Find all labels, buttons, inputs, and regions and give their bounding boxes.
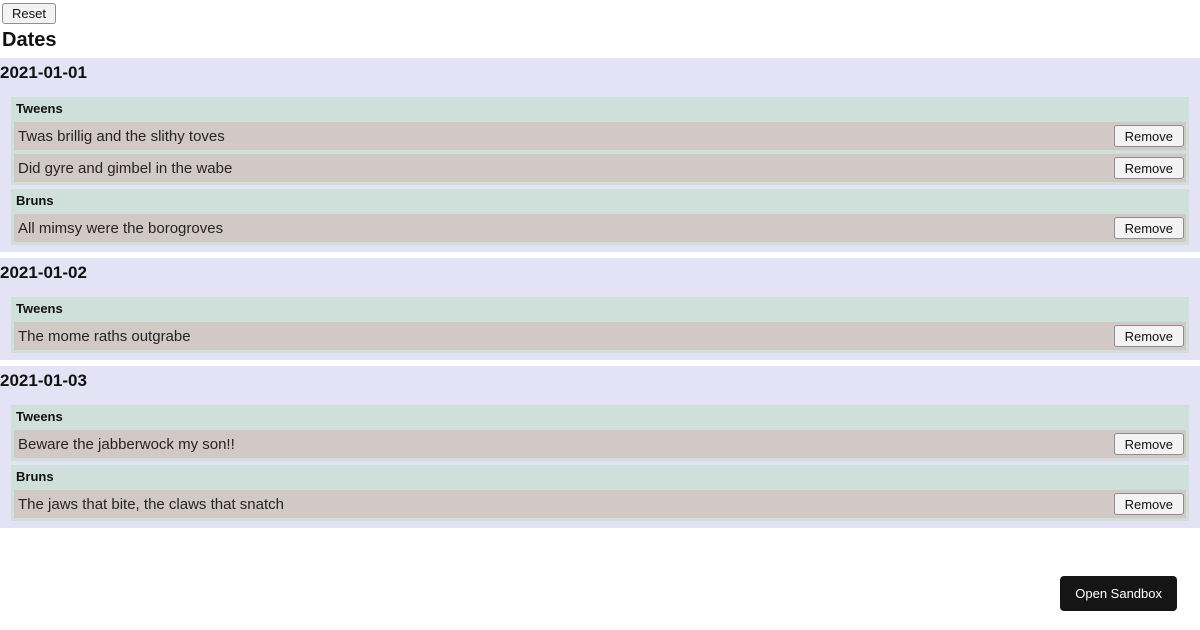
group-label: Tweens	[16, 101, 63, 116]
remove-button[interactable]: Remove	[1113, 493, 1184, 515]
list-item: The mome raths outgrabe Remove	[14, 322, 1186, 350]
group-label: Bruns	[16, 469, 54, 484]
item-text: All mimsy were the borogroves	[18, 219, 224, 237]
list-item: Twas brillig and the slithy toves Remove	[14, 122, 1186, 150]
list-item: The jaws that bite, the claws that snatc…	[14, 490, 1186, 518]
dates-list: 2021-01-01 Tweens Twas brillig and the s…	[0, 58, 1200, 528]
item-text: Twas brillig and the slithy toves	[18, 127, 225, 145]
group-label: Tweens	[16, 301, 63, 316]
date-section: 2021-01-01 Tweens Twas brillig and the s…	[0, 58, 1200, 252]
item-text: Beware the jabberwock my son!!	[18, 435, 235, 453]
group: Tweens Beware the jabberwock my son!! Re…	[11, 405, 1189, 461]
item-list: Beware the jabberwock my son!! Remove	[14, 430, 1186, 458]
list-item: Beware the jabberwock my son!! Remove	[14, 430, 1186, 458]
remove-button[interactable]: Remove	[1113, 433, 1184, 455]
date-heading: 2021-01-01	[0, 63, 87, 82]
remove-button[interactable]: Remove	[1113, 325, 1184, 347]
remove-button[interactable]: Remove	[1113, 217, 1184, 239]
item-list: The jaws that bite, the claws that snatc…	[14, 490, 1186, 518]
item-list: The mome raths outgrabe Remove	[14, 322, 1186, 350]
reset-button[interactable]: Reset	[2, 3, 56, 24]
group-list: Tweens The mome raths outgrabe Remove	[0, 297, 1200, 353]
page: Reset Dates 2021-01-01 Tweens Twas brill…	[0, 3, 1200, 611]
group: Bruns The jaws that bite, the claws that…	[11, 465, 1189, 521]
group-list: Tweens Beware the jabberwock my son!! Re…	[0, 405, 1200, 521]
list-item: All mimsy were the borogroves Remove	[14, 214, 1186, 242]
page-title: Dates	[2, 29, 57, 51]
group: Bruns All mimsy were the borogroves Remo…	[11, 189, 1189, 245]
remove-button[interactable]: Remove	[1113, 125, 1184, 147]
date-heading: 2021-01-02	[0, 263, 87, 282]
item-text: The mome raths outgrabe	[18, 327, 191, 345]
group-list: Tweens Twas brillig and the slithy toves…	[0, 97, 1200, 245]
group-label: Bruns	[16, 193, 54, 208]
item-list: Twas brillig and the slithy toves Remove…	[14, 122, 1186, 182]
date-heading: 2021-01-03	[0, 371, 87, 390]
item-list: All mimsy were the borogroves Remove	[14, 214, 1186, 242]
item-text: Did gyre and gimbel in the wabe	[18, 159, 233, 177]
group: Tweens The mome raths outgrabe Remove	[11, 297, 1189, 353]
date-section: 2021-01-02 Tweens The mome raths outgrab…	[0, 258, 1200, 360]
item-text: The jaws that bite, the claws that snatc…	[18, 495, 284, 513]
remove-button[interactable]: Remove	[1113, 157, 1184, 179]
group: Tweens Twas brillig and the slithy toves…	[11, 97, 1189, 185]
date-section: 2021-01-03 Tweens Beware the jabberwock …	[0, 366, 1200, 528]
group-label: Tweens	[16, 409, 63, 424]
open-sandbox-button[interactable]: Open Sandbox	[1060, 576, 1177, 611]
list-item: Did gyre and gimbel in the wabe Remove	[14, 154, 1186, 182]
